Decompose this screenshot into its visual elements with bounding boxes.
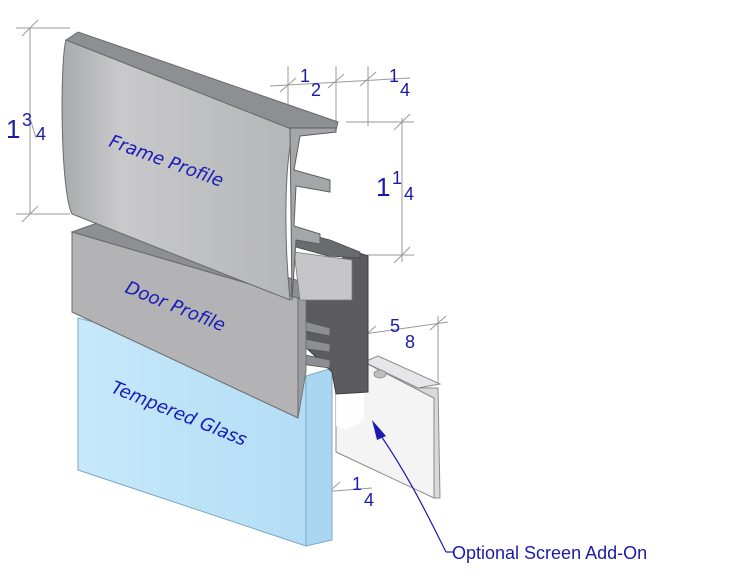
dim-frame-height: 1 3 4 (6, 110, 46, 144)
dim-glass-thickness: 1 4 (352, 474, 374, 510)
dim-frame-height-whole: 1 (6, 114, 20, 144)
dim-screen-offset: 5 8 (390, 316, 415, 352)
dim-frame-height-num: 3 (22, 110, 32, 130)
dim-frame-channel-den: 4 (400, 80, 410, 100)
dim-frame-lip-num: 1 (300, 66, 310, 86)
dim-frame-depth-den: 4 (404, 184, 414, 204)
dim-frame-channel-num: 1 (389, 66, 399, 86)
dim-frame-lip-den: 2 (311, 80, 321, 100)
dim-glass-thickness-num: 1 (352, 474, 362, 494)
dim-frame-depth-whole: 1 (376, 172, 390, 202)
dimension-lines (16, 19, 449, 504)
dim-screen-offset-num: 5 (390, 316, 400, 336)
dim-frame-channel: 1 4 (389, 66, 410, 100)
dim-frame-height-den: 4 (36, 124, 46, 144)
screen-addon-part (335, 355, 442, 499)
frame-profile-part (61, 31, 361, 301)
dim-frame-depth-num: 1 (392, 168, 402, 188)
screen-callout-arrow (372, 420, 454, 553)
dim-frame-depth: 1 1 4 (376, 168, 414, 204)
label-screen-addon: Optional Screen Add-On (452, 543, 647, 563)
dim-frame-lip: 1 2 (300, 66, 321, 100)
dim-glass-thickness-den: 4 (364, 490, 374, 510)
dim-screen-offset-den: 8 (405, 332, 415, 352)
